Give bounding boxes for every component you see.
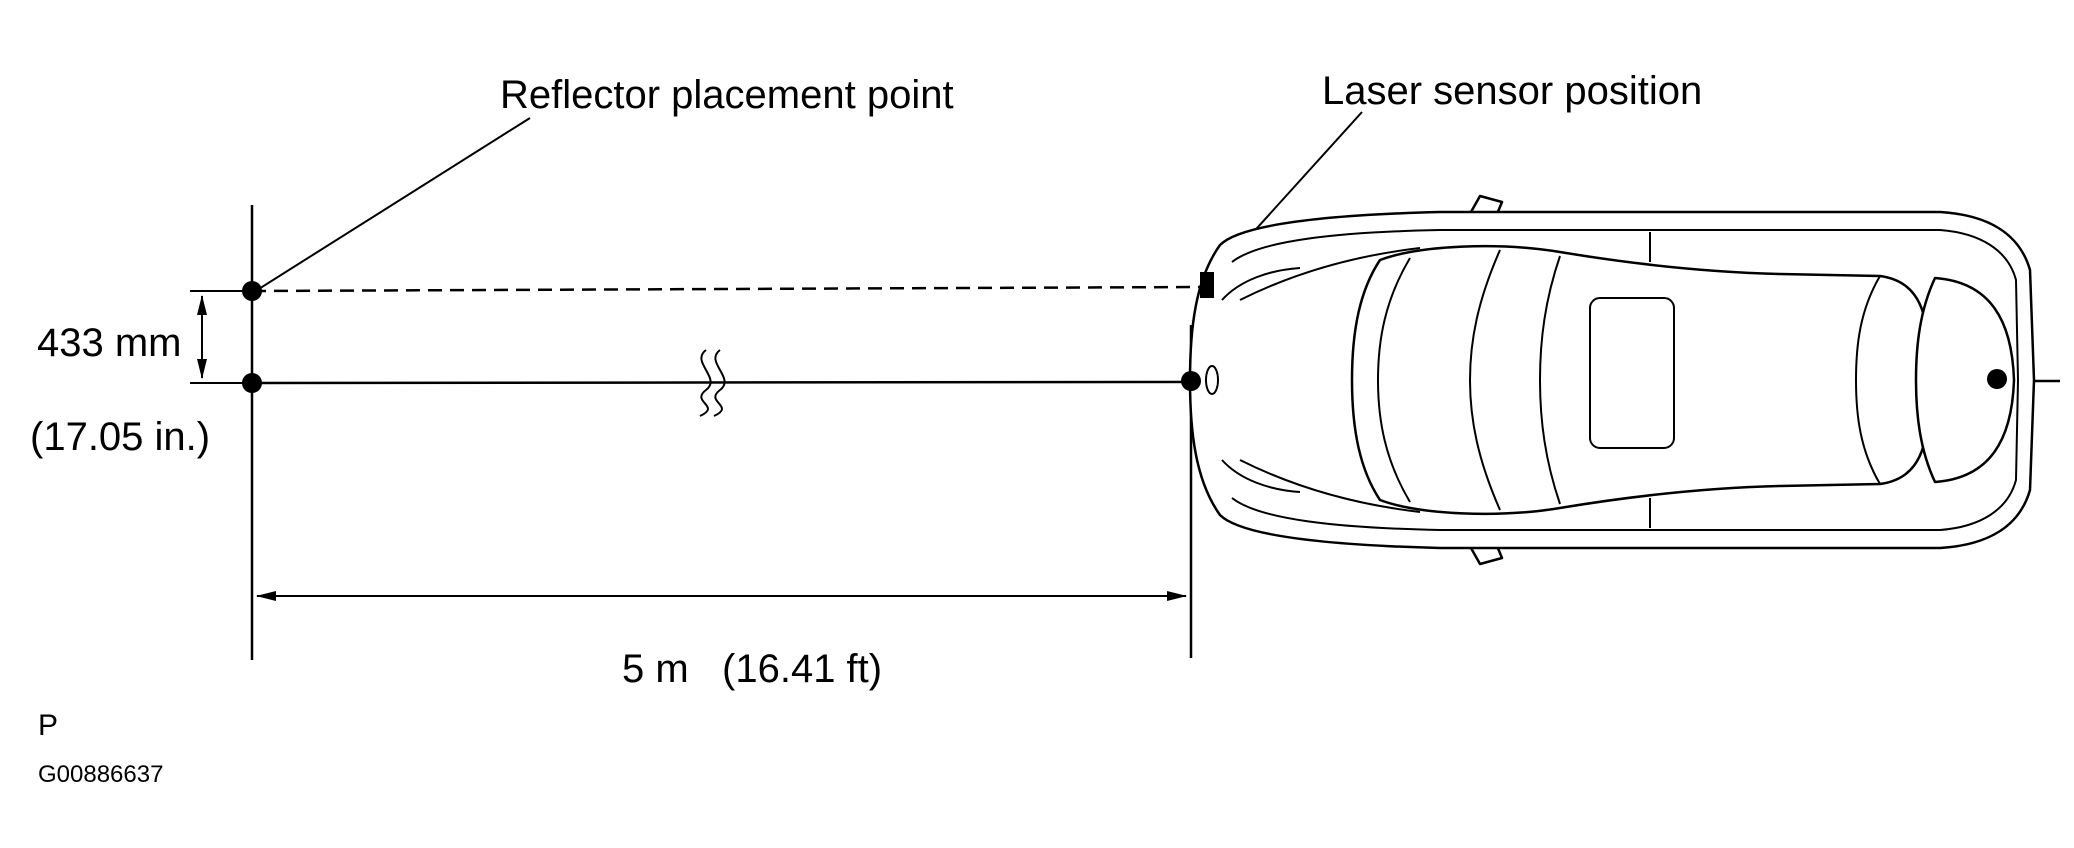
corner-letter: P (38, 709, 58, 742)
figure-code: G00886637 (38, 761, 163, 788)
cabin (1350, 244, 1932, 516)
reflector-point-dot (242, 281, 262, 301)
vehicle-rear-dot (1987, 369, 2007, 389)
reflector-point-label: Reflector placement point (500, 73, 954, 117)
reflector-center-dot (242, 373, 262, 393)
sunroof (1589, 297, 1675, 449)
laser-sensor-label: Laser sensor position (1322, 69, 1702, 113)
offset-mm-label: 433 mm (37, 321, 182, 365)
vehicle-top-view (1188, 194, 2036, 566)
laser-beam-dashed-line (251, 285, 1201, 293)
trunk (1914, 276, 2016, 484)
offset-in-label: (17.05 in.) (30, 415, 210, 459)
vehicle-front-dot (1181, 371, 1201, 391)
laser-sensor-marker (1200, 272, 1214, 298)
distance-label: 5 m (16.41 ft) (622, 647, 882, 691)
reflector-leader-line (253, 117, 531, 293)
break-symbol (699, 349, 726, 417)
